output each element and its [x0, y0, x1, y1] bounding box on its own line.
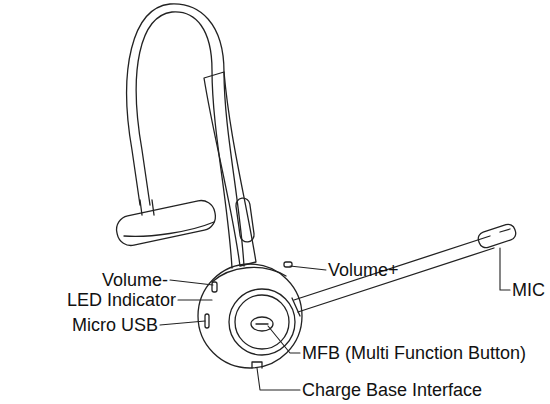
- charge-contact: [252, 362, 262, 368]
- part-label: LED Indicator: [67, 290, 176, 310]
- temple-pad: [114, 198, 218, 248]
- part-label: Volume+: [328, 260, 399, 280]
- slider: [204, 72, 256, 266]
- leader-lines: [160, 248, 510, 390]
- leader-line: [178, 299, 212, 300]
- leader-line: [290, 266, 326, 270]
- leader-line: [170, 280, 213, 285]
- part-label: MIC: [512, 280, 545, 300]
- part-label: MFB (Multi Function Button): [302, 343, 526, 363]
- button-ring-inner: [235, 295, 289, 349]
- boom-base: [292, 298, 300, 316]
- boom: [294, 236, 494, 312]
- ear-cup: [198, 264, 302, 368]
- mic-grille: [500, 229, 510, 232]
- part-label: Volume-: [102, 270, 168, 290]
- volume-minus-key: [212, 282, 217, 292]
- leader-line: [268, 326, 300, 353]
- part-label: Micro USB: [72, 315, 158, 335]
- usb-port: [205, 314, 209, 328]
- mic-capsule: [476, 223, 517, 250]
- leader-line: [257, 368, 300, 390]
- pad-edge: [124, 222, 214, 236]
- ear-cup-rim: [212, 267, 286, 282]
- headband: [136, 12, 232, 268]
- headband-inner: [127, 4, 244, 266]
- button-ring: [229, 289, 295, 355]
- mfb-mark: [256, 323, 268, 324]
- part-label: Charge Base Interface: [302, 380, 482, 400]
- leader-line: [500, 248, 510, 290]
- leader-line: [160, 321, 205, 325]
- slider-slot: [235, 197, 255, 243]
